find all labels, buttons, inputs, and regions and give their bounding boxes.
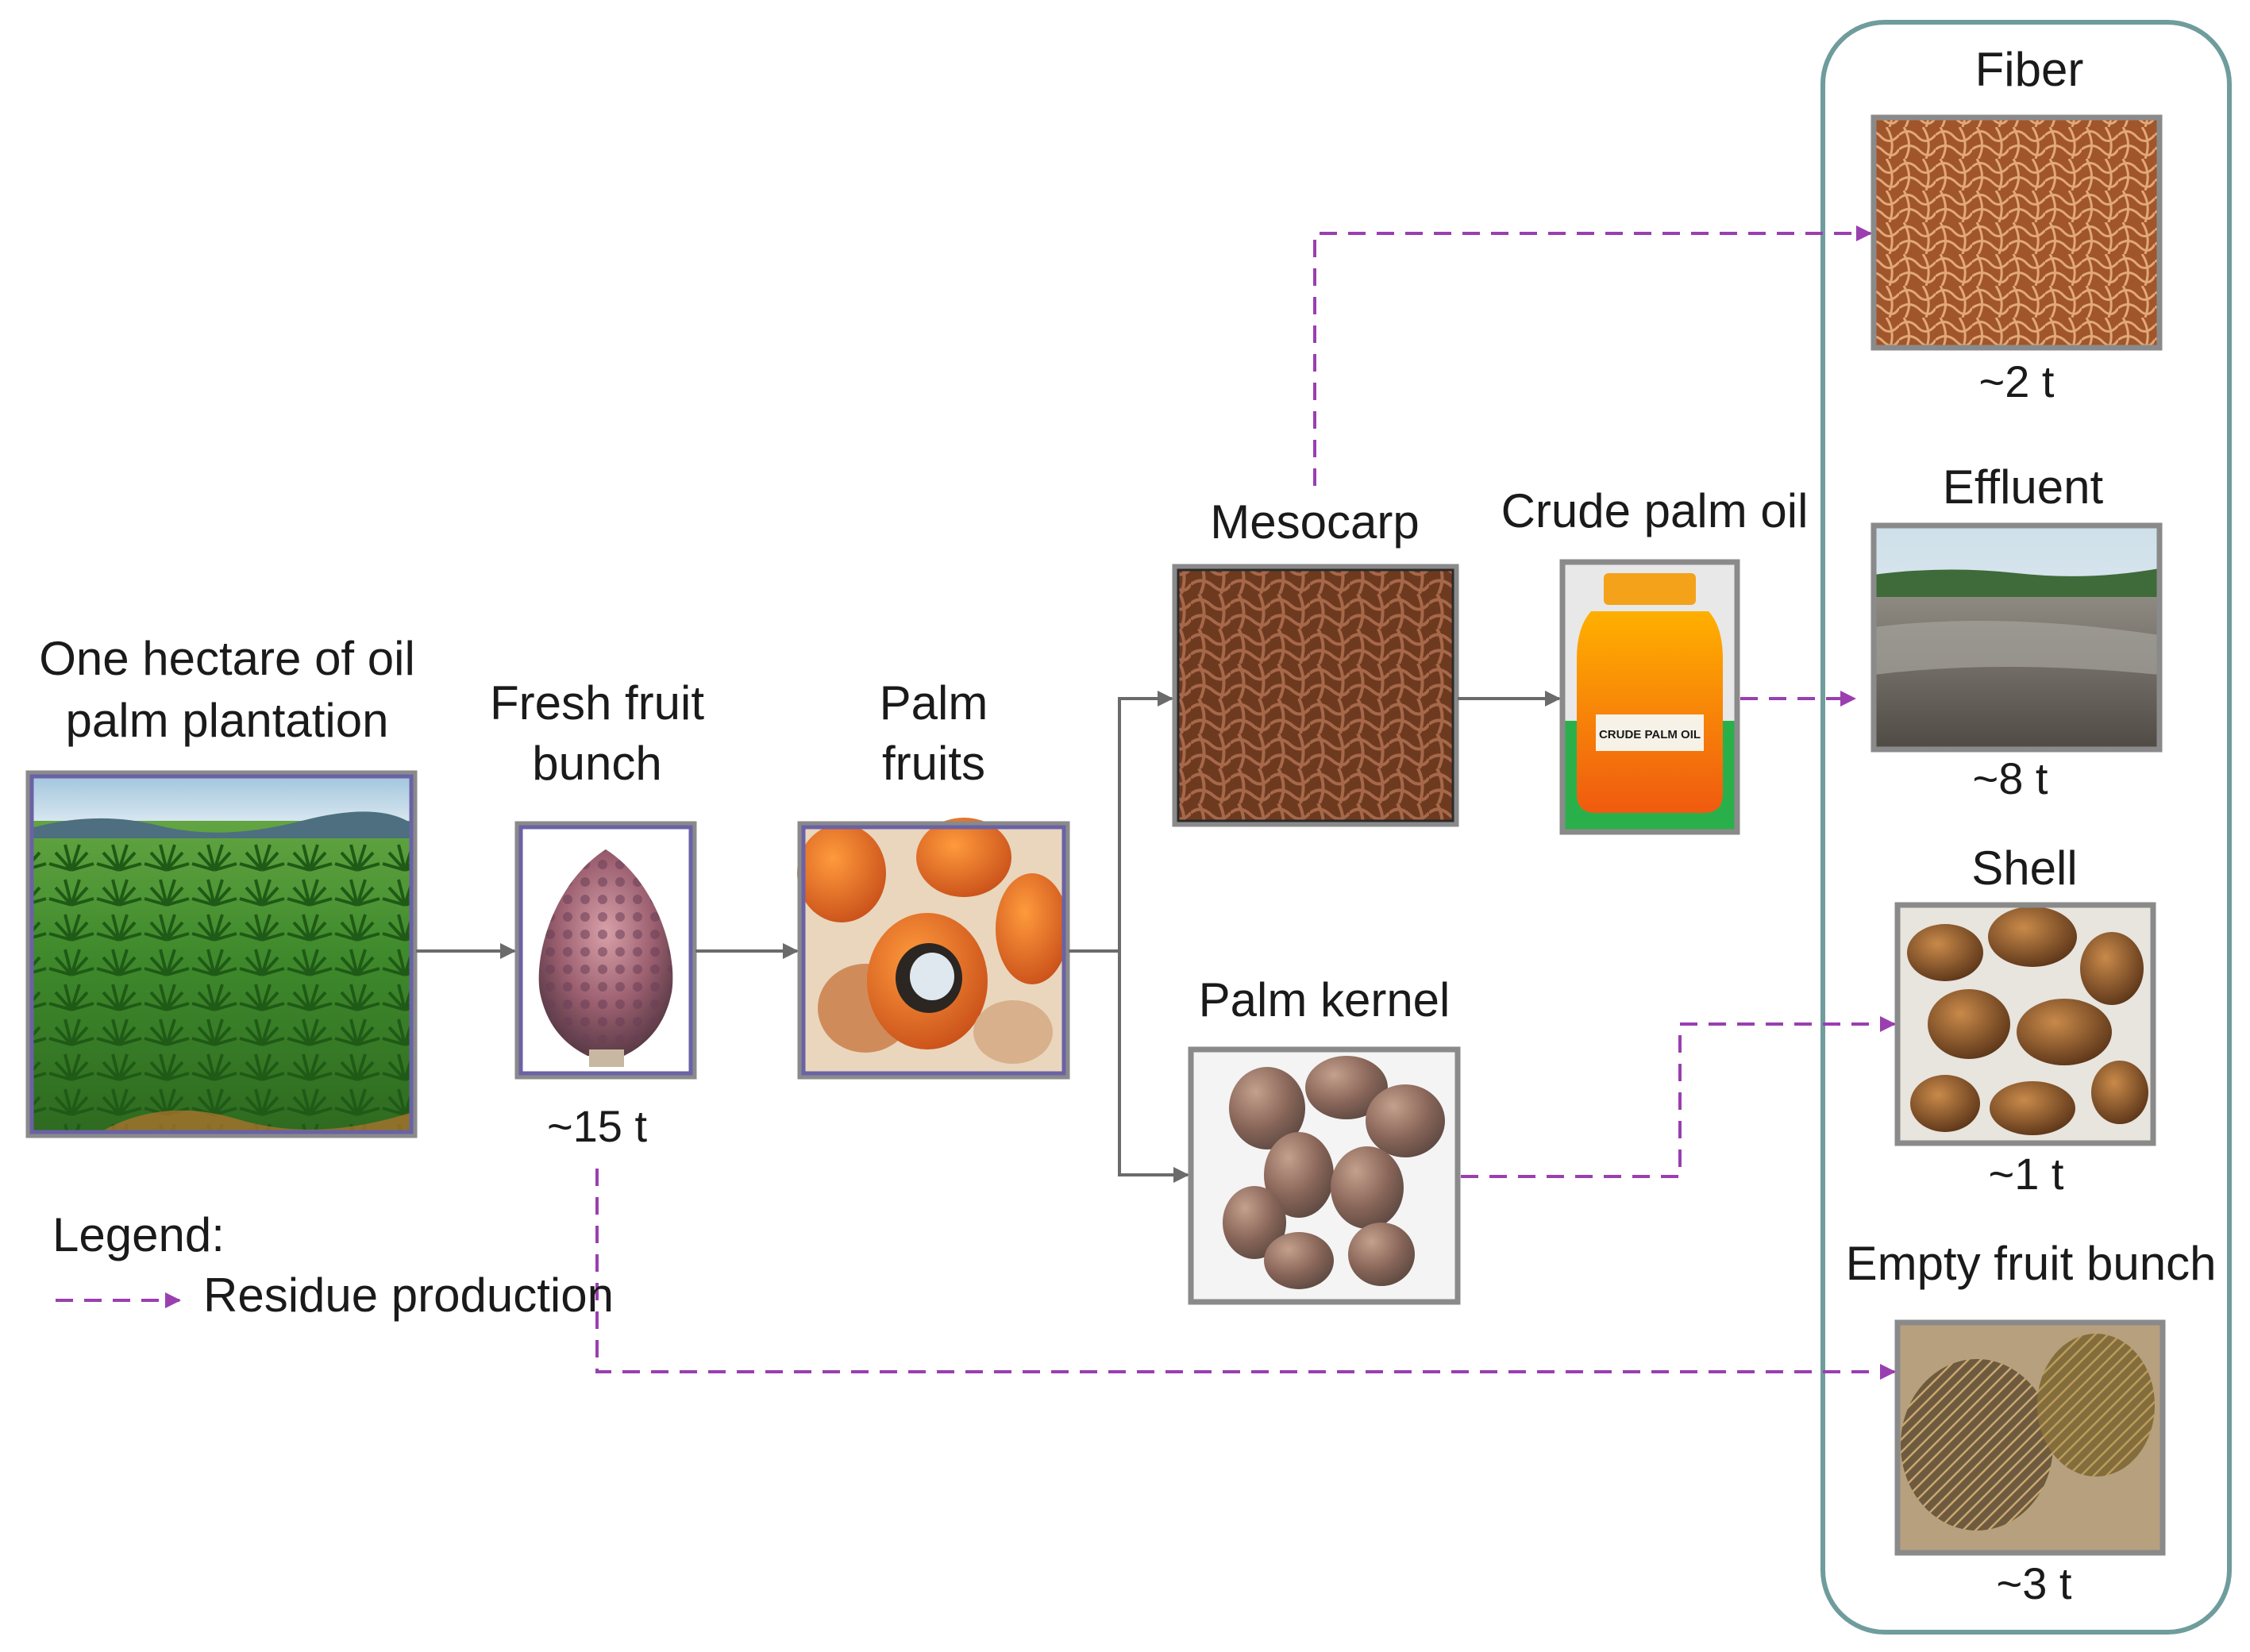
effluent-image (1871, 522, 2163, 753)
arrow-fruits-to-mesocarp (1069, 691, 1173, 953)
shell-quantity: ~1 t (1989, 1149, 2064, 1199)
shell-image (1894, 902, 2156, 1146)
palm-kernel-image (1188, 1046, 1461, 1305)
crude-palm-oil-jar-label: CRUDE PALM OIL (1599, 728, 1701, 741)
legend-residue-label: Residue production (203, 1269, 614, 1322)
plantation-label-line2: palm plantation (66, 694, 389, 747)
plantation-image (25, 770, 418, 1138)
fresh-fruit-bunch-label-line1: Fresh fruit (490, 676, 704, 730)
empty-fruit-bunch-label: Empty fruit bunch (1846, 1237, 2217, 1290)
fresh-fruit-bunch-label-line2: bunch (532, 737, 661, 790)
palm-fruits-image (797, 818, 1070, 1080)
palm-fruits-label-line2: fruits (882, 737, 985, 790)
crude-palm-oil-image: CRUDE PALM OIL (1559, 559, 1740, 835)
residue-arrow-mesocarp-to-fiber (1313, 225, 1872, 486)
residue-panel (1820, 20, 2232, 1635)
fresh-fruit-bunch-image (514, 821, 697, 1080)
fiber-quantity: ~2 t (1979, 356, 2055, 406)
fiber-label: Fiber (1975, 43, 2084, 96)
arrow-fruits-to-kernel (1118, 951, 1189, 1183)
shell-label: Shell (1971, 841, 2077, 895)
empty-fruit-bunch-quantity: ~3 t (1997, 1558, 2072, 1608)
fiber-image (1871, 114, 2163, 351)
residue-arrow-kernel-to-shell (1461, 1016, 1896, 1178)
palm-fruits-label-line1: Palm (880, 676, 988, 730)
palm-kernel-label: Palm kernel (1199, 973, 1451, 1026)
crude-palm-oil-label: Crude palm oil (1501, 484, 1809, 537)
effluent-quantity: ~8 t (1973, 753, 2048, 803)
empty-fruit-bunch-image (1894, 1319, 2166, 1556)
effluent-label: Effluent (1943, 460, 2104, 514)
mesocarp-image (1172, 564, 1459, 827)
mesocarp-label: Mesocarp (1210, 495, 1419, 549)
plantation-label-line1: One hectare of oil (39, 632, 415, 685)
legend-title: Legend: (52, 1208, 225, 1261)
fresh-fruit-bunch-quantity: ~15 t (547, 1101, 648, 1151)
residue-arrow-ffb-to-efb (595, 1169, 1896, 1380)
